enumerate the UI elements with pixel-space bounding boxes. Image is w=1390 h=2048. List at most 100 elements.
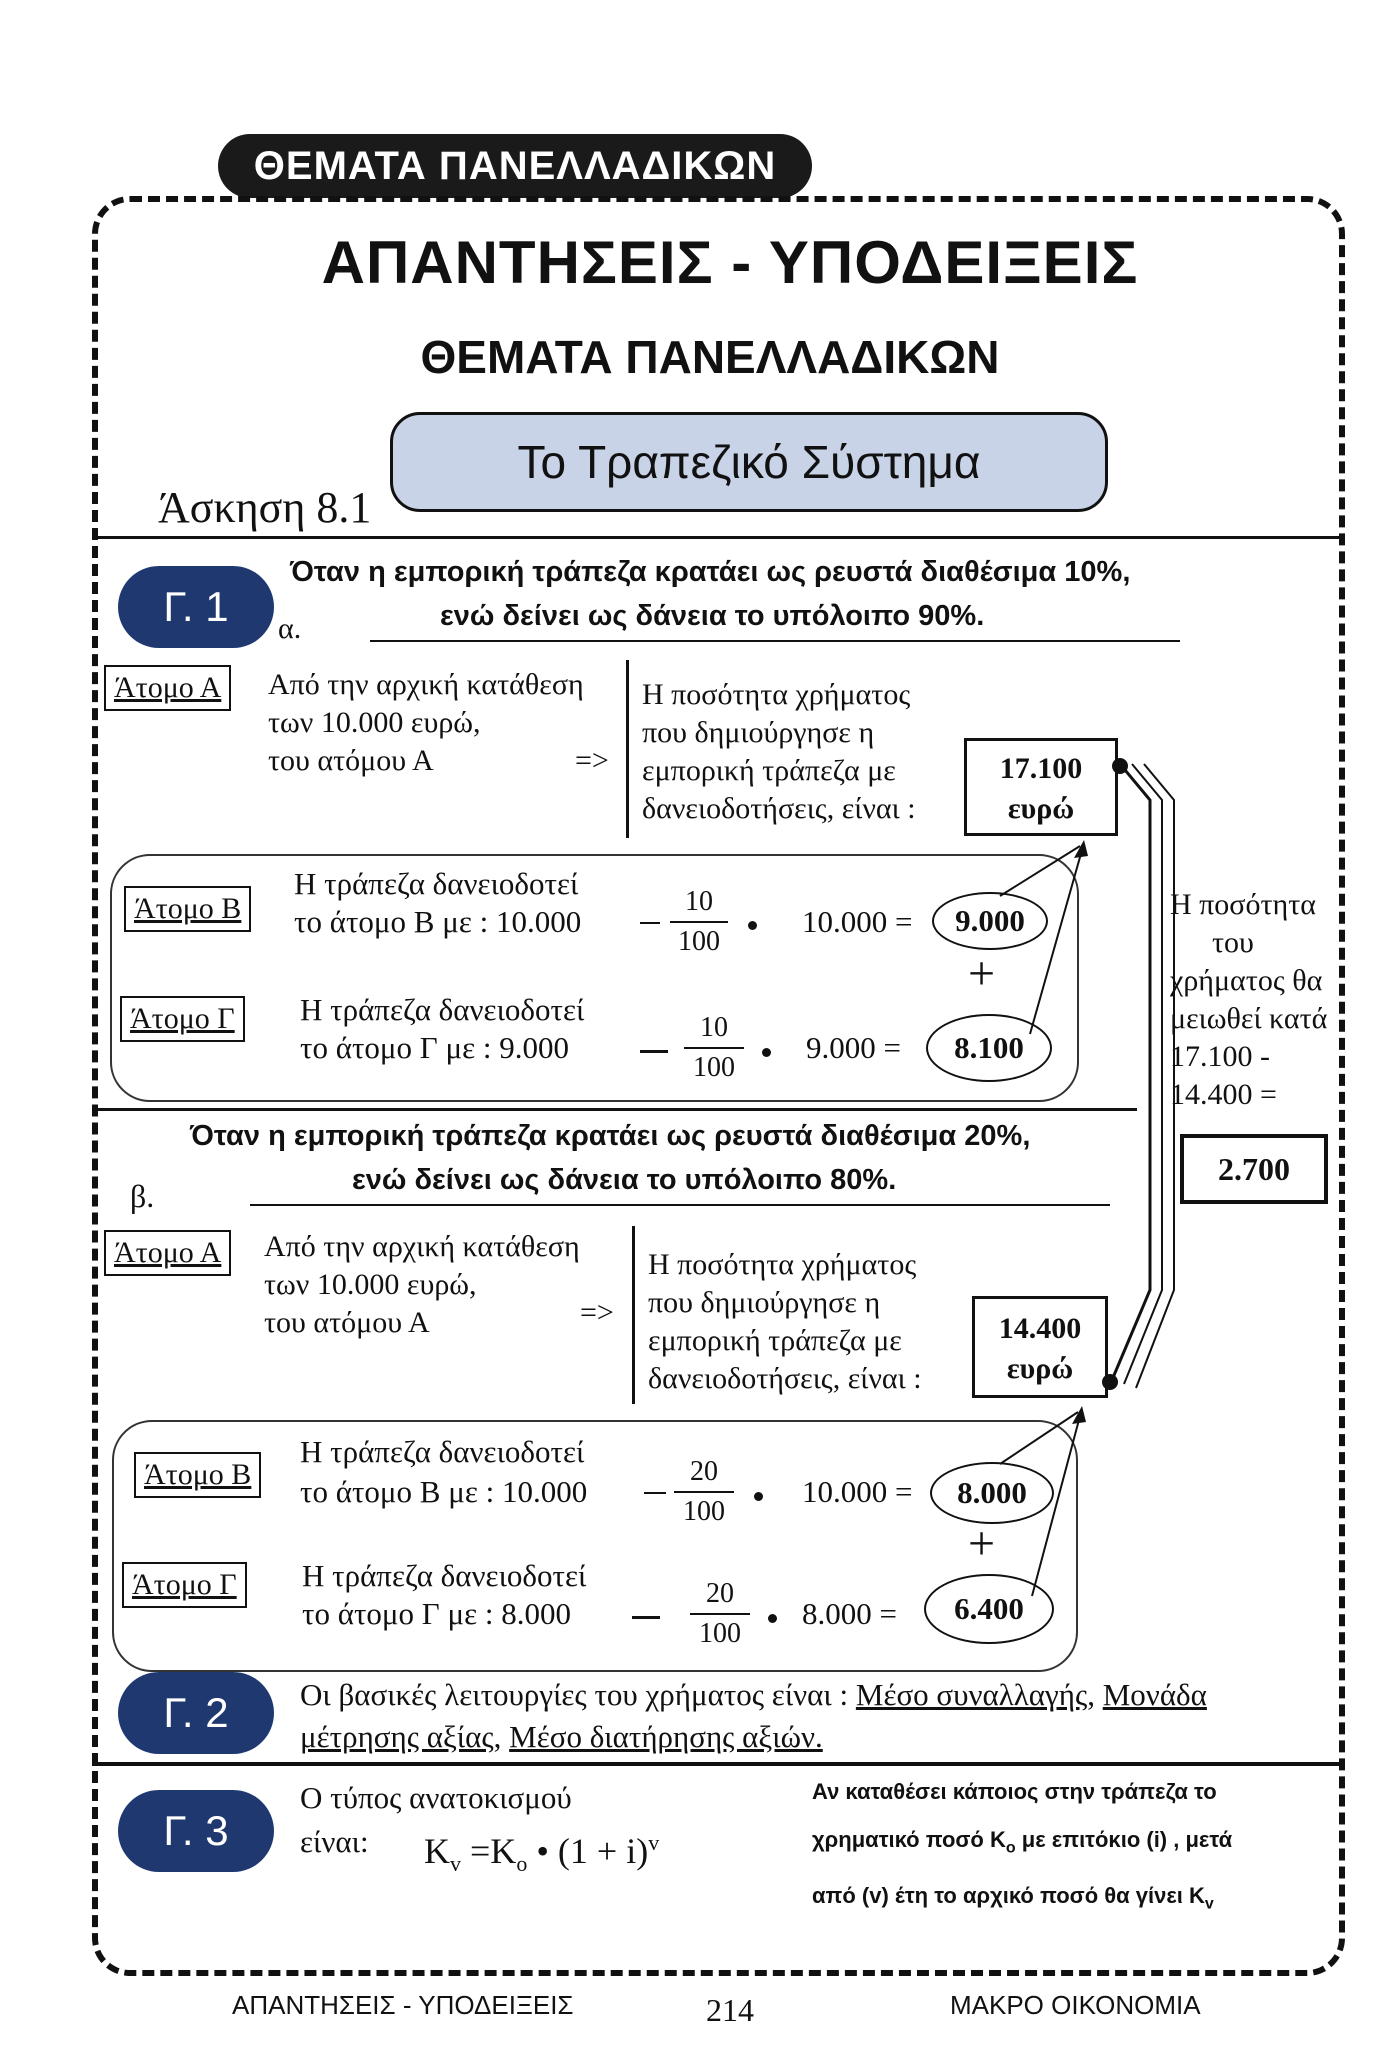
arrow-a-b <box>999 845 1081 897</box>
part-a-b-dash <box>640 922 660 924</box>
part-a-vline <box>626 660 629 838</box>
part-a-letter: α. <box>278 612 302 645</box>
part-a-deposit-3: του ατόμου Α <box>268 744 434 777</box>
part-a-b-mult: 10.000 = <box>802 904 913 939</box>
g2-function-3: Μέσο διατήρησης αξιών. <box>509 1719 823 1754</box>
part-a-b-dot <box>748 921 757 930</box>
part-a-g-den: 100 <box>693 1052 735 1083</box>
part-b-g-dot <box>768 1614 777 1623</box>
part-b-arrow: => <box>580 1296 614 1329</box>
part-b-created-3: εμπορική τράπεζα με <box>648 1324 902 1357</box>
part-b-vline <box>632 1226 635 1404</box>
part-b-b-line-1: Η τράπεζα δανειοδοτεί <box>300 1434 585 1469</box>
page-frame <box>92 196 1345 1976</box>
side-line-5: 17.100 - <box>1170 1040 1270 1073</box>
part-a-plus: + <box>968 947 996 1000</box>
part-b-created-1: Η ποσότητα χρήματος <box>648 1248 917 1281</box>
g3-note-3: από (v) έτη το αρχικό ποσό θα γίνει Kv <box>812 1872 1332 1928</box>
part-a-deposit: Από την αρχική κατάθεση των 10.000 ευρώ,… <box>268 666 584 780</box>
g3-note-2a: χρηματικό ποσό K <box>812 1827 1006 1852</box>
side-line-2: του <box>1212 926 1254 959</box>
part-a-b-den: 100 <box>678 926 720 957</box>
part-b-g-fraction: 20 100 <box>690 1578 750 1650</box>
part-b-total-value: 14.400 <box>998 1312 1082 1345</box>
g3-formula-sub-v: v <box>450 1851 461 1877</box>
arrowhead-a <box>1074 840 1088 858</box>
footer-left: ΑΠΑΝΤΗΣΕΙΣ - ΥΠΟΔΕΙΞΕΙΣ <box>232 1990 574 2020</box>
part-b-letter: β. <box>130 1178 155 1214</box>
part-b-total-box: 14.400 ευρώ <box>972 1296 1108 1398</box>
part-a-g-line-1: Η τράπεζα δανειοδοτεί <box>300 992 585 1027</box>
g2-sep-1: , <box>1087 1677 1103 1712</box>
side-text: Η ποσότητα του χρήματος θα μειωθεί κατά … <box>1170 886 1340 1114</box>
arrow-a-g <box>1029 849 1083 1035</box>
part-b-g-mult: 8.000 = <box>802 1596 897 1631</box>
part-a-created-4: δανειοδοτήσεις, είναι : <box>642 792 916 825</box>
divider-1 <box>92 536 1345 539</box>
g3-formula-eq: =K <box>461 1831 517 1871</box>
dot-a <box>1112 758 1128 774</box>
part-a-b-result: 9.000 <box>932 892 1048 950</box>
part-b-g-line-2: το άτομο Γ με : 8.000 <box>302 1596 571 1631</box>
side-line-4: μειωθεί κατά <box>1170 1002 1328 1035</box>
atomo-a-label-b: Άτομο Α <box>104 1230 232 1276</box>
atomo-b-label-b: Άτομο Β <box>134 1452 262 1498</box>
part-a-total-value: 17.100 <box>999 752 1083 785</box>
part-b-b-fraction: 20 100 <box>674 1456 734 1528</box>
part-a-created-2: που δημιούργησε η <box>642 716 875 749</box>
part-a-g-fraction: 10 100 <box>684 1012 744 1084</box>
part-b-b-den: 100 <box>683 1496 725 1527</box>
part-a-g-bar <box>684 1047 744 1049</box>
part-b-b-dash <box>644 1492 666 1494</box>
part-a-heading-1: Όταν η εμπορική τράπεζα κρατάει ως ρευστ… <box>290 556 1131 588</box>
part-b-g-line-1: Η τράπεζα δανειοδοτεί <box>302 1558 587 1593</box>
g2-text: Οι βασικές λειτουργίες του χρήματος είνα… <box>300 1674 1320 1758</box>
side-line-6: 14.400 = <box>1170 1078 1277 1111</box>
part-b-b-result: 8.000 <box>930 1462 1054 1524</box>
part-a-g-num: 10 <box>700 1012 728 1043</box>
g3-line-1: Ο τύπος ανατοκισμού <box>300 1780 572 1815</box>
g3-note-2: χρηματικό ποσό Ko με επιτόκιο (i) , μετά <box>812 1816 1332 1872</box>
part-b-deposit-3: του ατόμου Α <box>264 1306 430 1339</box>
part-a-g-mult: 9.000 = <box>806 1030 901 1065</box>
exercise-label: Άσκηση 8.1 <box>158 483 372 532</box>
g2-function-2b: μέτρησης αξίας <box>300 1719 494 1754</box>
divider-2 <box>92 1108 1137 1111</box>
part-a-loans-box <box>110 854 1079 1102</box>
part-b-underline <box>250 1204 1110 1206</box>
g3-note-3a: από (v) έτη το αρχικό ποσό θα γίνει K <box>812 1883 1205 1909</box>
part-b-b-dot <box>754 1492 763 1501</box>
part-a-g-dot <box>762 1048 771 1057</box>
side-line-1: Η ποσότητα <box>1170 888 1317 921</box>
atomo-a-label-a: Άτομο Α <box>104 665 232 711</box>
g2-function-2a: Μονάδα <box>1102 1677 1207 1712</box>
part-b-b-bar <box>674 1491 734 1493</box>
part-a-b-line-1: Η τράπεζα δανειοδοτεί <box>294 866 579 901</box>
g3-formula-sup-v: v <box>648 1830 660 1855</box>
g3-note-2-sub: o <box>1005 1839 1016 1857</box>
part-b-b-mult: 10.000 = <box>802 1474 913 1509</box>
part-a-total-box: 17.100 ευρώ <box>964 738 1118 836</box>
g3-note-1: Αν καταθέσει κάποιος στην τράπεζα το <box>812 1779 1217 1804</box>
dot-b <box>1102 1374 1118 1390</box>
footer-right: ΜΑΚΡΟ ΟΙΚΟΝΟΜΙΑ <box>950 1990 1201 2020</box>
part-b-g-num: 20 <box>706 1578 734 1609</box>
header-pill: ΘΕΜΑΤΑ ΠΑΝΕΛΛΑΔΙΚΩΝ <box>218 134 812 198</box>
part-b-b-num: 20 <box>690 1456 718 1487</box>
part-b-b-line-2: το άτομο Β με : 10.000 <box>300 1474 588 1509</box>
part-b-created-2: που δημιούργησε η <box>648 1286 881 1319</box>
badge-g1: Γ. 1 <box>118 566 274 648</box>
atomo-g-label-a: Άτομο Γ <box>120 996 245 1042</box>
main-title: ΑΠΑΝΤΗΣΕΙΣ - ΥΠΟΔΕΙΞΕΙΣ <box>321 229 1139 296</box>
part-a-underline <box>370 640 1180 642</box>
part-b-loans-box <box>112 1420 1078 1672</box>
topic-title: Το Τραπεζικό Σύστημα <box>517 436 981 488</box>
g3-line-2: είναι: <box>300 1824 369 1859</box>
part-b-plus: + <box>968 1517 996 1570</box>
part-b-total-unit: ευρώ <box>1006 1352 1074 1385</box>
g2-sep-2: , <box>493 1719 510 1754</box>
part-a-b-num: 10 <box>685 886 713 917</box>
part-b-heading-1: Όταν η εμπορική τράπεζα κρατάει ως ρευστ… <box>190 1120 1031 1152</box>
arrow-b-g <box>1031 1415 1081 1597</box>
part-a-g-result: 8.100 <box>926 1014 1052 1082</box>
